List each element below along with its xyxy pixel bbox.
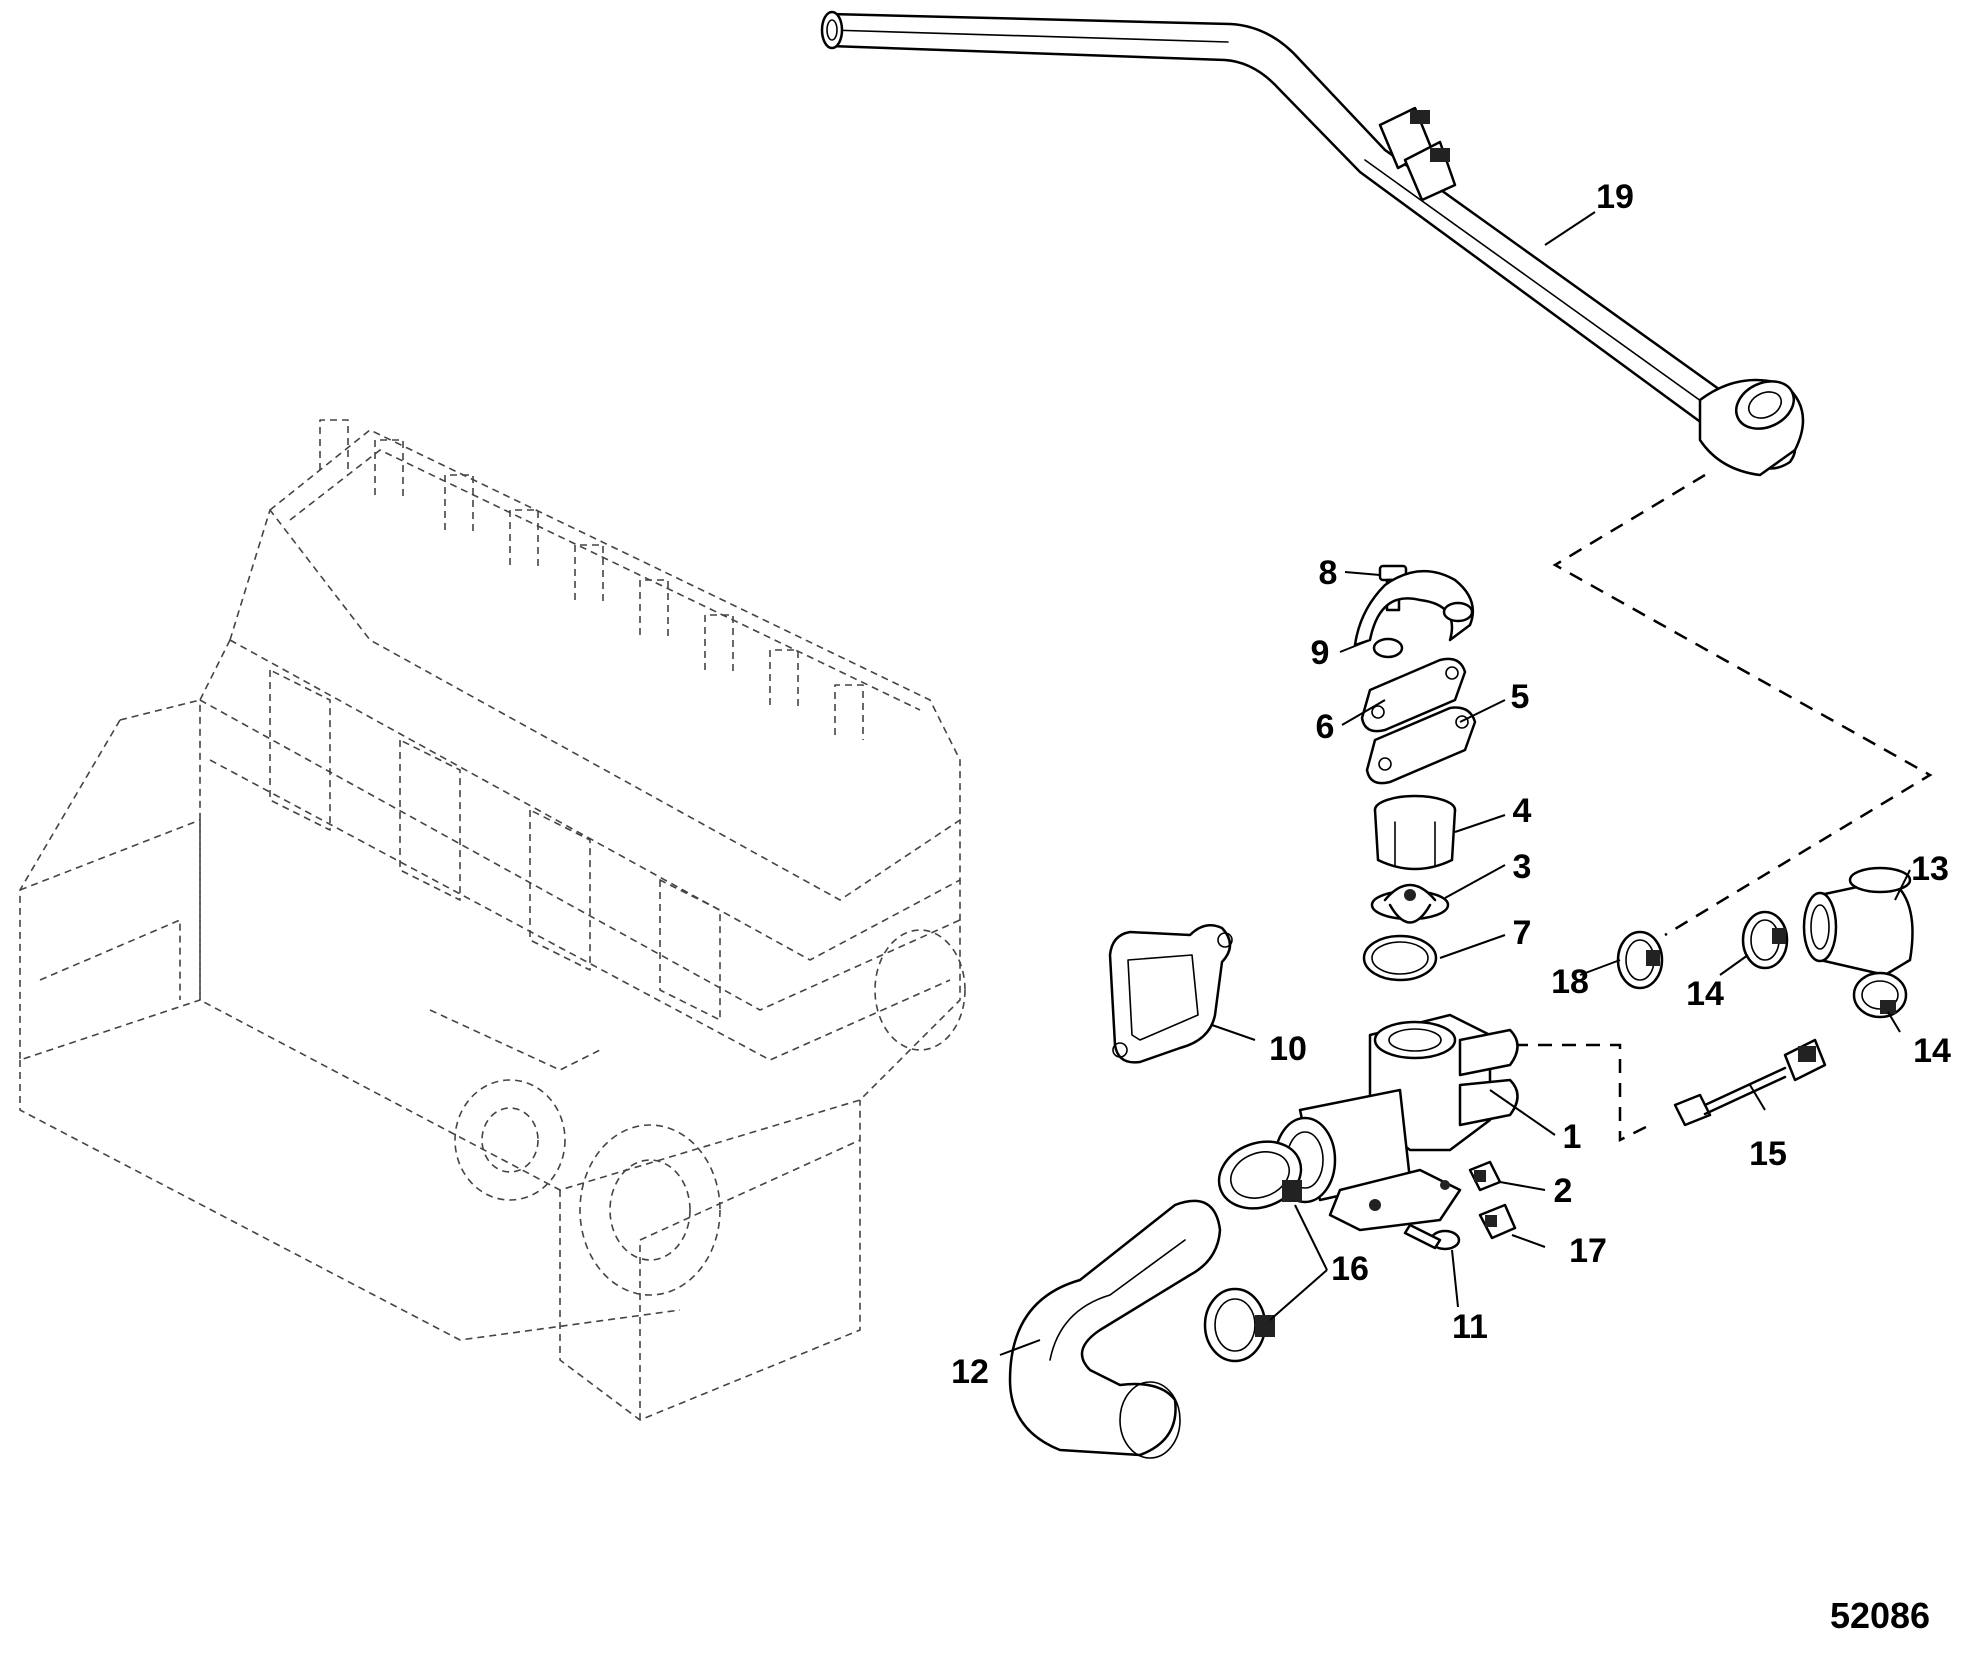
callout-10: 10 [1269, 1030, 1307, 1068]
callout-11: 11 [1452, 1308, 1488, 1346]
callout-14-upper: 14 [1686, 975, 1724, 1013]
sensor-15 [1673, 1038, 1827, 1127]
gasket-5 [1365, 706, 1477, 785]
callout-18: 18 [1551, 963, 1589, 1001]
callout-4: 4 [1513, 792, 1532, 830]
clamp-16-lower [1203, 1287, 1275, 1363]
clamp-14-upper [1741, 910, 1789, 970]
callout-15: 15 [1749, 1135, 1787, 1173]
callout-19: 19 [1596, 178, 1634, 216]
housing-4 [1373, 794, 1457, 871]
callout-6: 6 [1316, 708, 1335, 746]
routing-line [1552, 473, 1933, 937]
figure-id: 52086 [1830, 1595, 1930, 1636]
callout-5: 5 [1511, 678, 1530, 716]
callout-2: 2 [1554, 1172, 1573, 1210]
clamp-16-upper [1217, 1140, 1303, 1210]
clamp-14-lower [1852, 971, 1908, 1019]
leader-lines [999, 211, 1911, 1356]
callout-12: 12 [951, 1353, 989, 1391]
bracket-9 [1353, 569, 1475, 659]
bolt-11 [1403, 1223, 1461, 1251]
callout-8: 8 [1319, 554, 1338, 592]
callout-3: 3 [1513, 848, 1532, 886]
sensor-2 [1468, 1160, 1502, 1192]
callout-16: 16 [1331, 1250, 1369, 1288]
hose-19 [820, 10, 1805, 477]
sensor-17 [1478, 1203, 1517, 1240]
thermostat-housing-1 [1273, 1013, 1519, 1232]
callout-1: 1 [1563, 1118, 1582, 1156]
sensor-routing-line [1490, 1043, 1651, 1143]
callout-13: 13 [1911, 850, 1949, 888]
o-ring-7 [1362, 934, 1438, 982]
gasket-6 [1360, 657, 1467, 733]
callout-7: 7 [1513, 914, 1532, 952]
callout-17: 17 [1569, 1232, 1607, 1270]
callout-14-lower: 14 [1913, 1032, 1951, 1070]
hose-12 [1008, 1199, 1222, 1459]
callout-9: 9 [1311, 634, 1330, 672]
callout-labels: 19 8 9 6 5 4 3 7 10 1 2 17 11 16 12 13 1… [951, 178, 1951, 1391]
thermostat-3 [1370, 883, 1450, 924]
hose-clamp-top [1378, 106, 1457, 202]
clamp-18 [1616, 930, 1664, 990]
elbow-13 [1802, 866, 1914, 977]
engine-block-phantom [19, 419, 966, 1421]
gasket-10 [1108, 923, 1233, 1064]
